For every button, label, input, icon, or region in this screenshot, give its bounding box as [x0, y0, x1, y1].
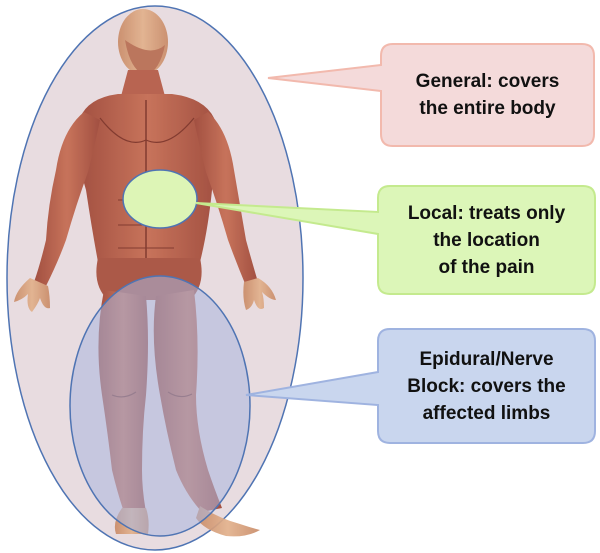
epidural-callout-line: Block: covers the — [407, 375, 566, 397]
figure-right-hand — [243, 278, 276, 310]
figure-right-foot — [196, 506, 260, 537]
epidural-callout-shape — [245, 328, 596, 444]
figure-pec-left — [99, 117, 147, 143]
local-callout-shape — [195, 185, 596, 295]
general-callout-line: the entire body — [419, 98, 556, 119]
figure-pec-right — [145, 117, 195, 143]
general-callout-shape — [267, 43, 595, 147]
local-callout-line: the location — [433, 229, 540, 251]
local-region — [122, 169, 198, 229]
epidural-callout-line: affected limbs — [422, 402, 551, 424]
local-callout-line: of the pain — [438, 256, 535, 278]
figure-left-hand — [14, 278, 50, 312]
local-callout-text: Local: treats only the location of the p… — [378, 186, 595, 294]
local-callout-line: Local: treats only — [407, 202, 566, 224]
figure-face — [125, 40, 165, 76]
figure-right-arm — [194, 112, 258, 286]
epidural-callout-text: Epidural/Nerve Block: covers the affecte… — [378, 329, 595, 443]
general-callout-line: General: covers — [415, 71, 560, 92]
figure-left-arm — [34, 112, 100, 286]
general-callout-text: General: covers the entire body — [381, 44, 594, 146]
figure-neck — [120, 70, 166, 100]
epidural-callout-line: Epidural/Nerve — [419, 348, 554, 370]
epidural-region — [69, 275, 251, 537]
